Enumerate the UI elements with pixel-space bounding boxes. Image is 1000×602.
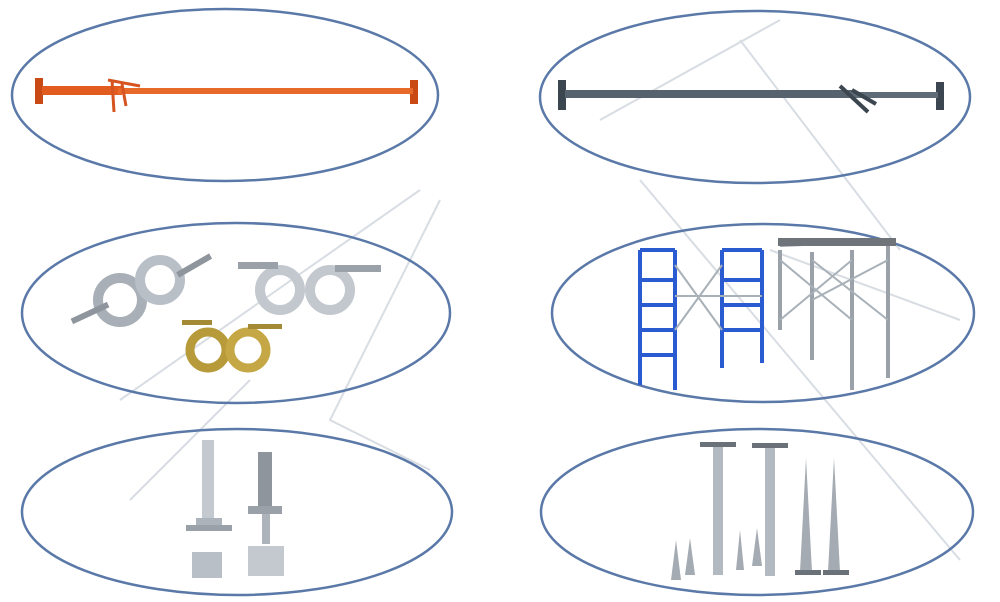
- product-frame-6: [539, 427, 975, 597]
- ground-screw-icon: [671, 442, 849, 580]
- product-frame-5: [20, 427, 454, 597]
- product-frame-1: [10, 7, 440, 183]
- screw-jack-icon: [186, 440, 284, 578]
- product-frame-3: [20, 221, 452, 405]
- adjustable-prop-icon: [35, 78, 418, 113]
- scaffold-frame-icon: [638, 238, 896, 390]
- product-frame-2: [538, 9, 972, 185]
- adjustable-prop-icon: [558, 80, 944, 114]
- coupler-clamp-icon: [70, 253, 381, 373]
- watermark-logo: [119, 19, 961, 561]
- product-frame-4: [550, 222, 976, 404]
